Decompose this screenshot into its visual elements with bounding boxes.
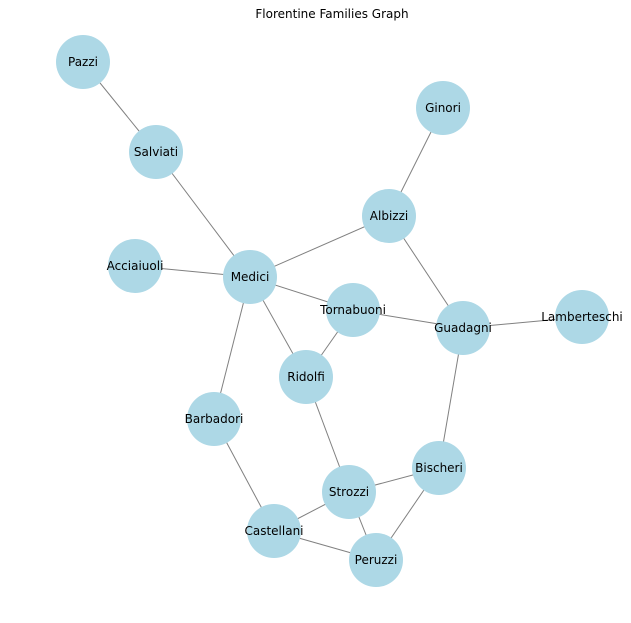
node-label-albizzi: Albizzi: [370, 209, 408, 223]
node-circle-peruzzi[interactable]: [349, 533, 403, 587]
node-label-castellani: Castellani: [244, 524, 303, 538]
node-bischeri[interactable]: Bischeri: [412, 441, 466, 495]
node-label-pazzi: Pazzi: [68, 55, 98, 69]
node-circle-guadagni[interactable]: [436, 301, 490, 355]
node-label-ridolfi: Ridolfi: [287, 370, 325, 384]
node-salviati[interactable]: Salviati: [129, 125, 183, 179]
node-pazzi[interactable]: Pazzi: [56, 35, 110, 89]
node-circle-ridolfi[interactable]: [279, 350, 333, 404]
node-albizzi[interactable]: Albizzi: [362, 189, 416, 243]
node-circle-lamberteschi[interactable]: [555, 290, 609, 344]
node-label-strozzi: Strozzi: [329, 485, 369, 499]
node-circle-medici[interactable]: [223, 250, 277, 304]
node-circle-barbadori[interactable]: [187, 392, 241, 446]
node-label-guadagni: Guadagni: [434, 321, 492, 335]
node-circle-acciaiuoli[interactable]: [108, 239, 162, 293]
node-acciaiuoli[interactable]: Acciaiuoli: [107, 239, 164, 293]
node-label-salviati: Salviati: [134, 145, 178, 159]
node-circle-pazzi[interactable]: [56, 35, 110, 89]
node-peruzzi[interactable]: Peruzzi: [349, 533, 403, 587]
node-circle-tornabuoni[interactable]: [326, 283, 380, 337]
node-label-barbadori: Barbadori: [185, 412, 244, 426]
node-lamberteschi[interactable]: Lamberteschi: [541, 290, 623, 344]
node-label-peruzzi: Peruzzi: [355, 553, 398, 567]
node-label-ginori: Ginori: [425, 101, 461, 115]
node-castellani[interactable]: Castellani: [244, 504, 304, 558]
node-ginori[interactable]: Ginori: [416, 81, 470, 135]
node-circle-bischeri[interactable]: [412, 441, 466, 495]
node-strozzi[interactable]: Strozzi: [322, 465, 376, 519]
node-label-bischeri: Bischeri: [415, 461, 463, 475]
node-circle-castellani[interactable]: [247, 504, 301, 558]
node-guadagni[interactable]: Guadagni: [434, 301, 492, 355]
node-barbadori[interactable]: Barbadori: [185, 392, 244, 446]
node-label-medici: Medici: [231, 270, 270, 284]
node-label-tornabuoni: Tornabuoni: [319, 303, 386, 317]
graph-title: Florentine Families Graph: [255, 7, 408, 21]
node-medici[interactable]: Medici: [223, 250, 277, 304]
node-circle-salviati[interactable]: [129, 125, 183, 179]
node-circle-strozzi[interactable]: [322, 465, 376, 519]
node-circle-albizzi[interactable]: [362, 189, 416, 243]
node-circle-ginori[interactable]: [416, 81, 470, 135]
node-label-lamberteschi: Lamberteschi: [541, 310, 623, 324]
node-label-acciaiuoli: Acciaiuoli: [107, 259, 164, 273]
node-ridolfi[interactable]: Ridolfi: [279, 350, 333, 404]
node-tornabuoni[interactable]: Tornabuoni: [319, 283, 386, 337]
